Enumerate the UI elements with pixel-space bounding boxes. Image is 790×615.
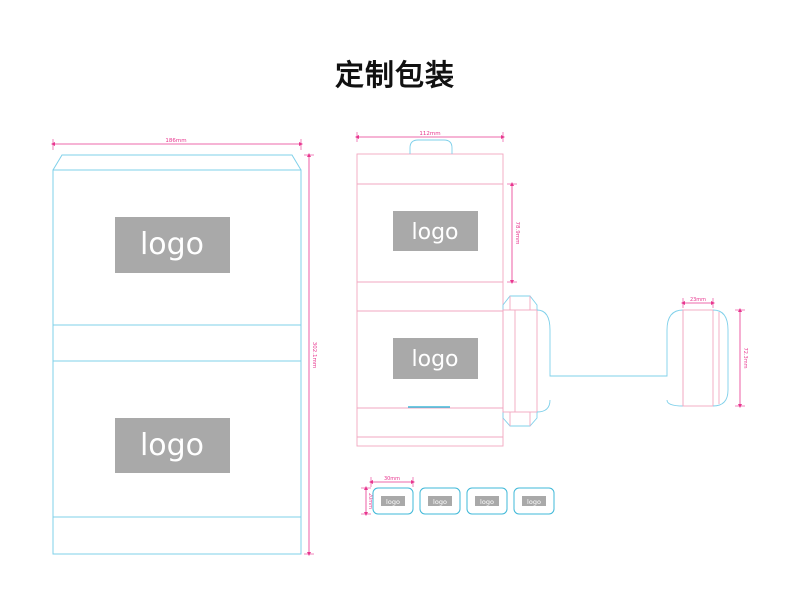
logo-text: logo xyxy=(433,498,447,506)
logo-text: logo xyxy=(140,227,204,262)
middle-height-label: 78.9mm xyxy=(514,222,520,245)
left-top-flap xyxy=(52,154,302,171)
logo-block: logo xyxy=(393,338,478,379)
logo-block: logo xyxy=(393,211,478,251)
left-width-label: 186mm xyxy=(165,138,186,144)
logo-text: logo xyxy=(480,498,494,506)
page-title: 定制包装 xyxy=(334,58,455,92)
small-height-label: 20mm xyxy=(367,493,373,509)
middle-dieline xyxy=(356,139,504,447)
side-strip-dimensions: 23mm 72.3mm xyxy=(681,297,748,408)
small-label-tag: logo xyxy=(419,487,461,515)
left-dimensions: 186mm 302.1mm xyxy=(51,138,317,556)
small-width-label: 30mm xyxy=(384,476,400,482)
middle-top-tab xyxy=(409,139,453,154)
left-dieline xyxy=(52,154,302,555)
small-label-tag: logo xyxy=(513,487,555,515)
middle-width-label: 112mm xyxy=(419,131,440,137)
small-labels-dimensions: 30mm 20mm xyxy=(361,476,415,516)
left-body xyxy=(52,169,302,555)
middle-dimensions: 112mm 78.9mm xyxy=(355,131,520,284)
logo-text: logo xyxy=(527,498,541,506)
logo-block: logo xyxy=(115,418,230,473)
side-height-label: 72.3mm xyxy=(742,348,748,369)
side-width-label: 23mm xyxy=(690,297,706,303)
logo-text: logo xyxy=(140,428,204,463)
logo-block: logo xyxy=(115,217,230,273)
logo-text: logo xyxy=(412,220,459,245)
middle-body xyxy=(356,153,504,447)
logo-text: logo xyxy=(386,498,400,506)
logo-text: logo xyxy=(412,347,459,372)
side-strip-dieline xyxy=(502,295,729,427)
small-label-tag: logo xyxy=(466,487,508,515)
side-end-panel xyxy=(682,309,714,407)
left-height-label: 302.1mm xyxy=(311,342,317,368)
small-label-tag: logo xyxy=(372,487,414,515)
